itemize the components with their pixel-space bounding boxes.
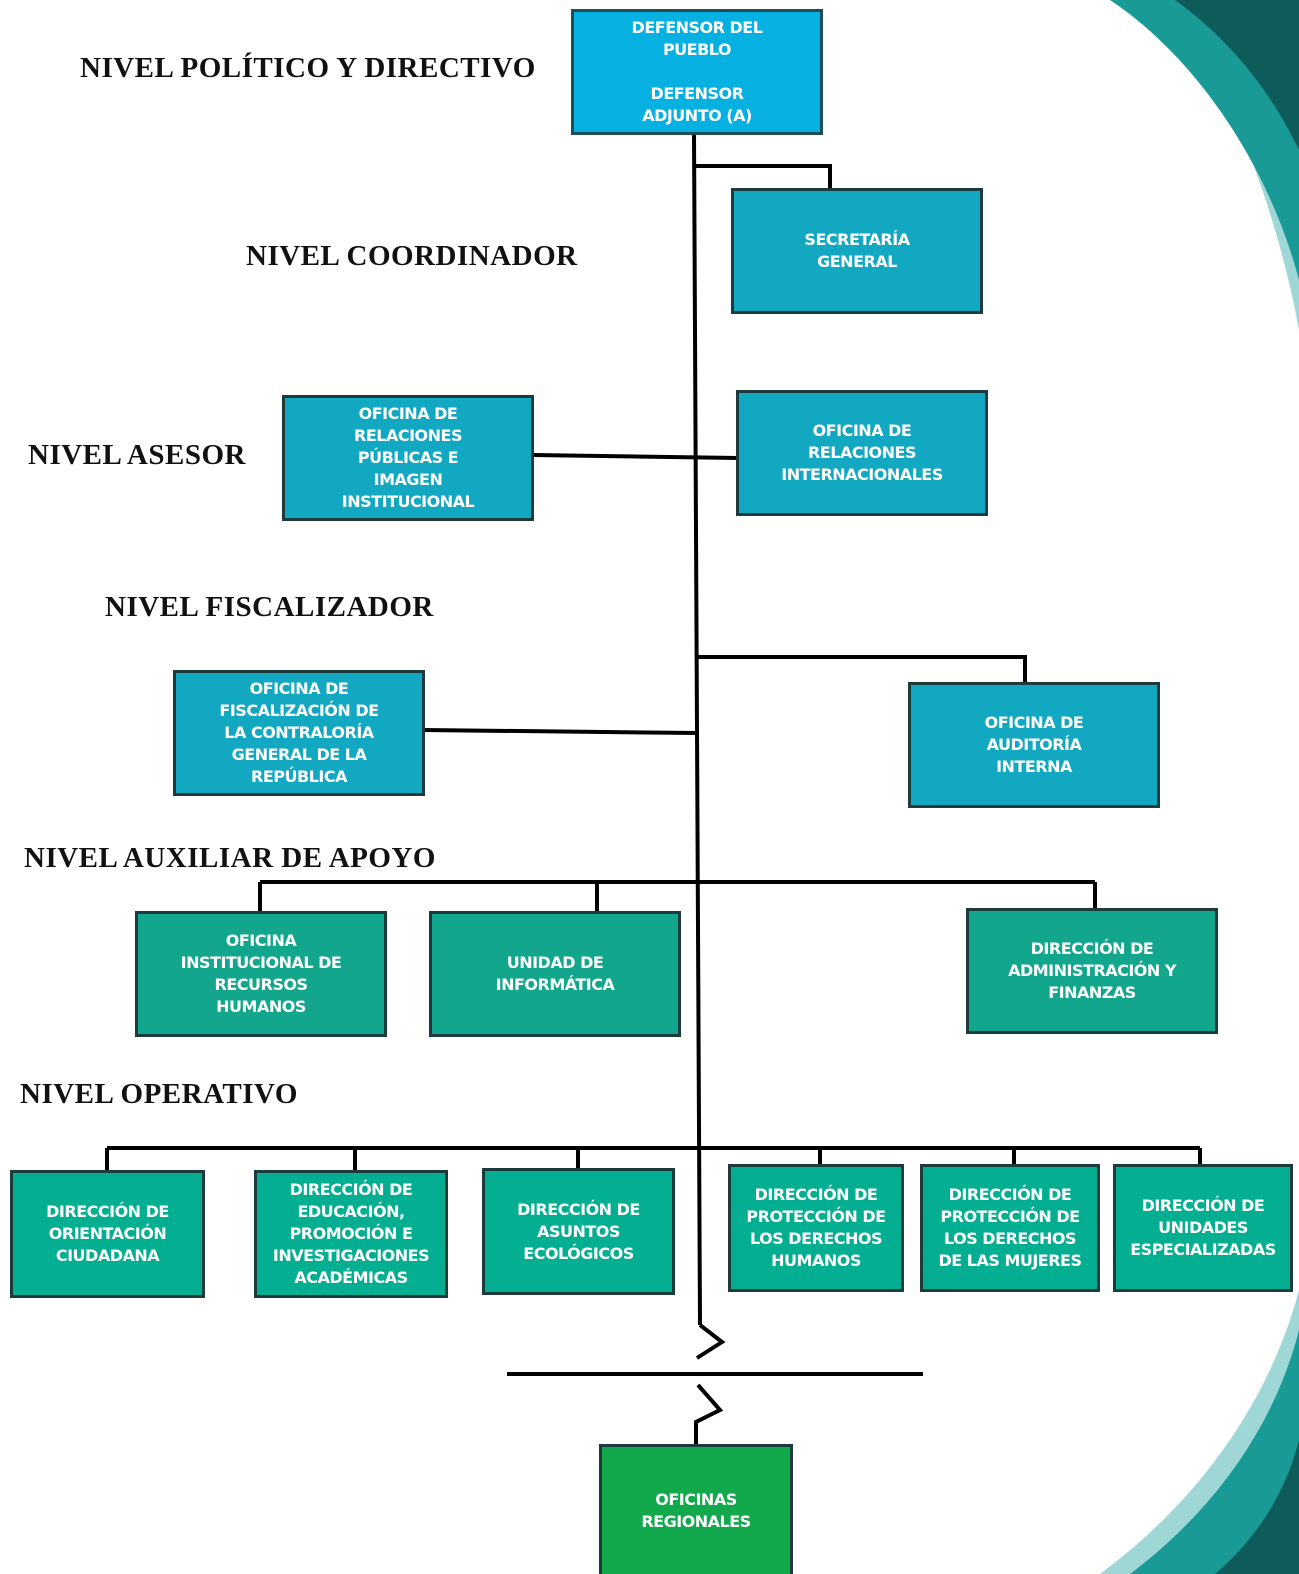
- level-label-operativo: NIVEL OPERATIVO: [20, 1078, 298, 1110]
- level-label-coordinador: NIVEL COORDINADOR: [246, 240, 578, 272]
- level-label-asesor: NIVEL ASESOR: [28, 439, 246, 471]
- level-label-fiscalizador: NIVEL FISCALIZADOR: [105, 591, 434, 623]
- box-asuntos-ecologicos-text: DIRECCIÓN DE ASUNTOS ECOLÓGICOS: [517, 1199, 640, 1263]
- box-derechos-mujeres-text: DIRECCIÓN DE PROTECCIÓN DE LOS DERECHOS …: [938, 1185, 1082, 1270]
- top-right-swoosh-dark: [1175, 0, 1299, 150]
- box-fiscalizacion-contraloria-text: OFICINA DE FISCALIZACIÓN DE LA CONTRALOR…: [219, 679, 379, 786]
- box-relaciones-internacionales-text: OFICINA DE RELACIONES INTERNACIONALES: [781, 421, 943, 484]
- box-educacion-promocion-text: DIRECCIÓN DE EDUCACIÓN, PROMOCIÓN E INVE…: [272, 1180, 430, 1287]
- box-secretaria-general: SECRETARÍA GENERAL: [731, 188, 983, 314]
- level-label-politico: NIVEL POLÍTICO Y DIRECTIVO: [80, 52, 536, 84]
- box-unidades-especializadas: DIRECCIÓN DE UNIDADES ESPECIALIZADAS: [1113, 1164, 1293, 1292]
- connector-asesor: [532, 453, 739, 460]
- box-auditoria-interna-text: OFICINA DE AUDITORÍA INTERNA: [984, 713, 1084, 776]
- box-orientacion-ciudadana-text: DIRECCIÓN DE ORIENTACIÓN CIUDADANA: [46, 1202, 169, 1265]
- box-asuntos-ecologicos: DIRECCIÓN DE ASUNTOS ECOLÓGICOS: [482, 1168, 675, 1295]
- box-educacion-promocion: DIRECCIÓN DE EDUCACIÓN, PROMOCIÓN E INVE…: [254, 1170, 448, 1298]
- box-derechos-humanos: DIRECCIÓN DE PROTECCIÓN DE LOS DERECHOS …: [728, 1164, 904, 1292]
- bottom-right-swoosh-teal: [1130, 1330, 1299, 1574]
- box-informatica-text: UNIDAD DE INFORMÁTICA: [495, 953, 615, 994]
- box-defensor-del-pueblo-text: DEFENSOR DEL PUEBLO DEFENSOR ADJUNTO (A): [631, 18, 763, 125]
- box-oficinas-regionales: OFICINAS REGIONALES: [599, 1444, 793, 1574]
- box-administracion-finanzas-text: DIRECCIÓN DE ADMINISTRACIÓN Y FINANZAS: [1008, 939, 1176, 1002]
- bottom-right-swoosh-dark: [1215, 1440, 1299, 1574]
- box-administracion-finanzas: DIRECCIÓN DE ADMINISTRACIÓN Y FINANZAS: [966, 908, 1218, 1034]
- box-auditoria-interna: OFICINA DE AUDITORÍA INTERNA: [908, 682, 1160, 808]
- level-label-auxiliar: NIVEL AUXILIAR DE APOYO: [24, 842, 436, 874]
- box-relaciones-publicas: OFICINA DE RELACIONES PÚBLICAS E IMAGEN …: [282, 395, 534, 521]
- box-relaciones-publicas-text: OFICINA DE RELACIONES PÚBLICAS E IMAGEN …: [341, 404, 475, 511]
- box-relaciones-internacionales: OFICINA DE RELACIONES INTERNACIONALES: [736, 390, 988, 516]
- break-zigzag-upper: [695, 1323, 726, 1360]
- box-oficinas-regionales-text: OFICINAS REGIONALES: [641, 1489, 751, 1531]
- box-derechos-mujeres: DIRECCIÓN DE PROTECCIÓN DE LOS DERECHOS …: [920, 1164, 1100, 1292]
- box-recursos-humanos-text: OFICINA INSTITUCIONAL DE RECURSOS HUMANO…: [180, 931, 342, 1016]
- box-orientacion-ciudadana: DIRECCIÓN DE ORIENTACIÓN CIUDADANA: [10, 1170, 205, 1298]
- box-derechos-humanos-text: DIRECCIÓN DE PROTECCIÓN DE LOS DERECHOS …: [746, 1185, 886, 1270]
- box-secretaria-general-text: SECRETARÍA GENERAL: [804, 230, 910, 271]
- connector-secretaria: [694, 164, 832, 190]
- box-informatica: UNIDAD DE INFORMÁTICA: [429, 911, 681, 1037]
- box-defensor-del-pueblo: DEFENSOR DEL PUEBLO DEFENSOR ADJUNTO (A): [571, 9, 823, 135]
- main-trunk-line: [692, 133, 702, 1326]
- box-unidades-especializadas-text: DIRECCIÓN DE UNIDADES ESPECIALIZADAS: [1130, 1196, 1276, 1259]
- box-fiscalizacion-contraloria: OFICINA DE FISCALIZACIÓN DE LA CONTRALOR…: [173, 670, 425, 796]
- connector-auditoria: [697, 655, 1027, 684]
- box-recursos-humanos: OFICINA INSTITUCIONAL DE RECURSOS HUMANO…: [135, 911, 387, 1037]
- break-zigzag-lower: [694, 1383, 724, 1446]
- connector-fiscalizacion: [422, 728, 698, 735]
